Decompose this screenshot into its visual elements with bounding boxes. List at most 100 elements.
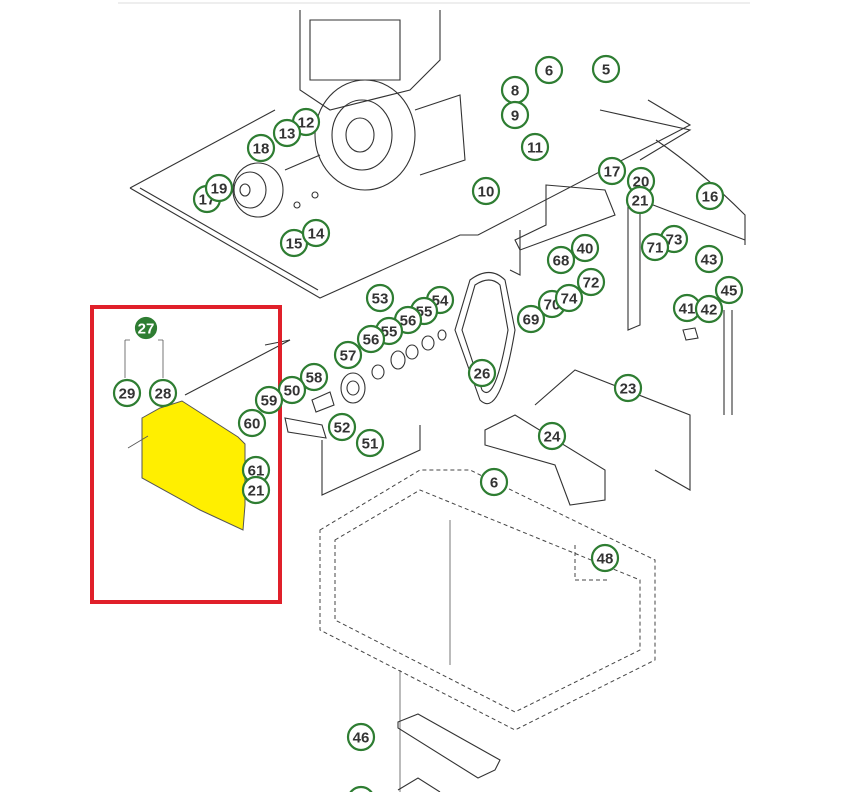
callout-part-16[interactable]: 16 [695,181,725,211]
selection-box [90,305,282,604]
callout-part-13[interactable]: 13 [272,118,302,148]
callout-part-26[interactable]: 26 [467,358,497,388]
callout-part-52[interactable]: 52 [327,412,357,442]
callout-label: 46 [353,730,370,747]
callout-circle [597,156,627,186]
callout-part-6[interactable]: 6 [534,55,564,85]
callout-circle [714,275,744,305]
callout-circle [277,375,307,405]
callout-circle [479,467,509,497]
callout-part-42[interactable]: 42 [694,294,724,324]
callout-part-60[interactable]: 60 [237,408,267,438]
callout-part-11[interactable]: 11 [520,132,550,162]
callout-part-18[interactable]: 18 [246,133,276,163]
callout-part-28[interactable]: 28 [148,378,178,408]
callout-circle [349,785,373,792]
callout-circle [546,245,576,275]
callout-circle [327,412,357,442]
callout-part-72[interactable]: 72 [576,267,606,297]
callout-label: 24 [544,429,561,446]
callout-label: 52 [334,420,351,437]
callout-circle [520,132,550,162]
callout-part-21[interactable]: 21 [625,185,655,215]
callout-part-57[interactable]: 57 [333,340,363,370]
callout-label: 19 [211,181,228,198]
callout-circle [500,100,530,130]
callout-part-59[interactable]: 59 [254,385,284,415]
callout-part-19[interactable]: 19 [204,173,234,203]
callout-part-15[interactable]: 15 [279,228,309,258]
callout-part-43[interactable]: 43 [694,244,724,274]
callout-part-23[interactable]: 23 [613,373,643,403]
callout-circle [613,373,643,403]
callout-circle [694,294,724,324]
callout-label: 45 [721,283,738,300]
callout-label: 56 [400,313,417,330]
callout-circle [355,428,385,458]
callout-label: 73 [666,232,683,249]
callout-label: 58 [306,370,323,387]
callout-part-45[interactable]: 45 [714,275,744,305]
callout-label: 60 [244,416,261,433]
callout-part-56[interactable]: 56 [356,324,386,354]
callout-part-58[interactable]: 58 [299,362,329,392]
callout-part-10[interactable]: 10 [471,176,501,206]
frame-outline [129,99,746,415]
base-frame [319,469,656,792]
callout-label: 23 [620,381,637,398]
callout-circle [590,543,620,573]
callout-part-48[interactable]: 48 [590,543,620,573]
callout-circle [591,54,621,84]
callout-label: 48 [597,551,614,568]
callout-label: 53 [372,291,389,308]
callout-label: 14 [308,226,325,243]
callout-label: 61 [248,463,265,480]
callout-part-17[interactable]: 17 [597,156,627,186]
callout-part-8[interactable]: 8 [500,75,530,105]
callout-part-6[interactable]: 6 [479,467,509,497]
callout-part-40[interactable]: 40 [570,233,600,263]
callout-label: 50 [284,383,301,400]
callout-part-21[interactable]: 21 [241,475,271,505]
callout-part-68[interactable]: 68 [546,245,576,275]
callout-label: 18 [253,141,270,158]
callout-circle [695,181,725,211]
callout-part-61[interactable]: 61 [241,455,271,485]
callout-part-69[interactable]: 69 [516,304,546,334]
callout-label: 28 [155,386,172,403]
callout-label: 43 [701,252,718,269]
callout-label: 12 [298,115,315,132]
callout-part-29[interactable]: 29 [112,378,142,408]
highlighted-cover-plate[interactable] [141,400,246,531]
callout-part-46[interactable]: 46 [346,722,376,752]
callout-part-14[interactable]: 14 [301,218,331,248]
callout-circle [241,475,271,505]
callout-circle [272,118,302,148]
callout-circle [471,176,501,206]
callout-part-9[interactable]: 9 [500,100,530,130]
callout-part-71[interactable]: 71 [640,232,670,262]
callout-part-5[interactable]: 5 [591,54,621,84]
callout-part-41[interactable]: 41 [672,293,702,323]
callout-circle [570,233,600,263]
callout-circle [204,173,234,203]
callout-label: 40 [577,241,594,258]
callout-part-27[interactable]: 27 [134,316,158,340]
callout-label: 5 [602,62,610,79]
callout-part-74[interactable]: 74 [554,283,584,313]
callout-label: 15 [286,236,303,253]
callout-part-50[interactable]: 50 [277,375,307,405]
callout-circle [694,244,724,274]
callout-label: 69 [523,312,540,329]
callout-part-24[interactable]: 24 [537,421,567,451]
callout-circle [112,378,142,408]
callout-part-partial[interactable] [348,785,374,792]
callout-part-53[interactable]: 53 [365,283,395,313]
guard-parts [484,369,691,506]
callout-label: 21 [248,483,265,500]
callout-circle [554,283,584,313]
callout-label: 9 [511,108,519,125]
callout-part-51[interactable]: 51 [355,428,385,458]
callout-label: 13 [279,126,296,143]
callout-part-73[interactable]: 73 [659,224,689,254]
